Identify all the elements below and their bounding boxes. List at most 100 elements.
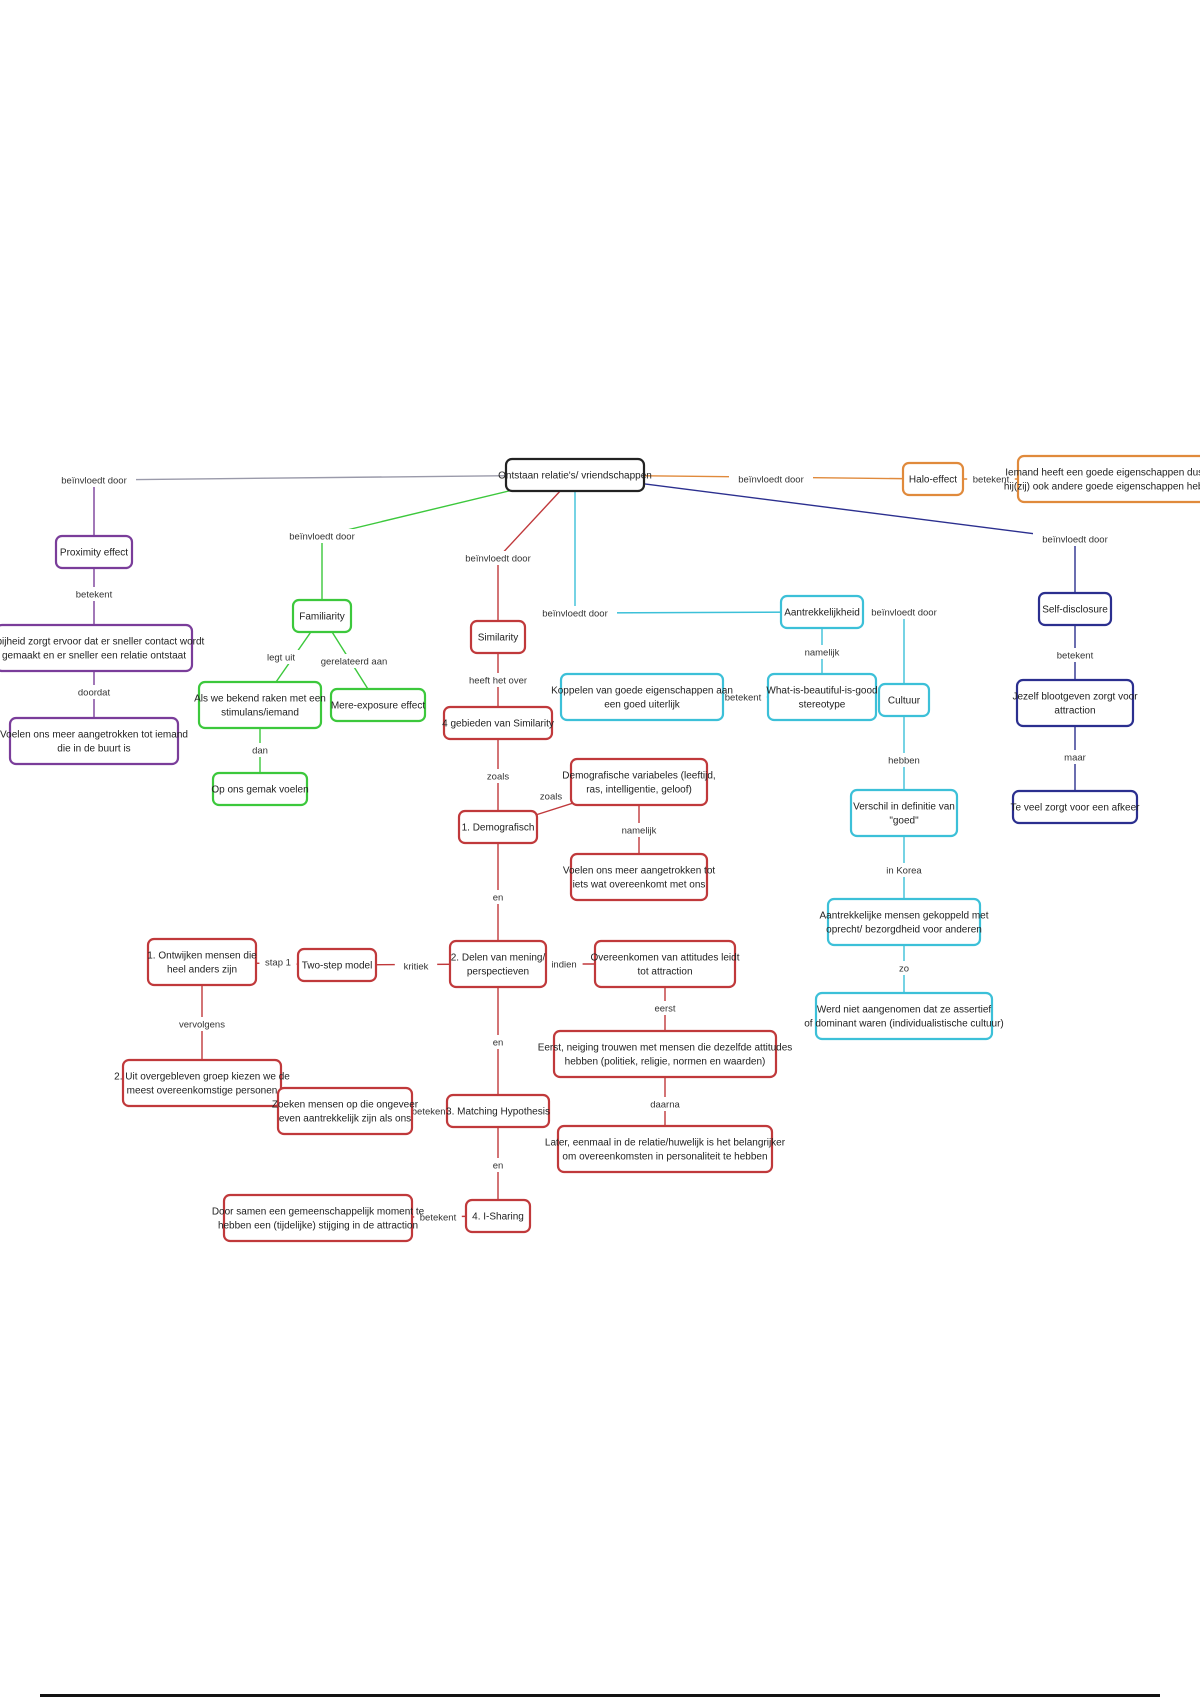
node-box: [1015, 678, 1135, 728]
connector-label-bg: [719, 690, 767, 704]
node-box: [1011, 789, 1139, 825]
node-text: stereotype: [799, 700, 846, 711]
connector-label-bg: [489, 1158, 507, 1172]
node-text: Familiarity: [299, 612, 345, 623]
node-box: [146, 937, 258, 987]
connector-label: kritiek: [404, 962, 429, 973]
node-text: of dominant waren (individualistische cu…: [804, 1019, 1004, 1030]
node-box: [0, 623, 194, 673]
concept-node-proximity: Proximity effect: [54, 534, 134, 570]
connector-label-bg: [729, 472, 813, 486]
concept-node-korea: Aantrekkelijke mensen gekoppeld met oprec…: [820, 897, 989, 947]
node-box: [556, 1124, 774, 1174]
connector-label: betekent: [973, 475, 1010, 486]
node-text: Halo-effect: [909, 475, 957, 486]
concept-node-demo-variabelen: Demografische variabeles (leeftijd,ras, …: [562, 757, 716, 807]
node-text: Jezelf blootgeven zorgt voor: [1012, 692, 1138, 703]
connector-label: betekent: [76, 590, 113, 601]
node-text: Voelen ons meer aangetrokken tot iemand: [0, 730, 188, 741]
node-text: gemaakt en er sneller een relatie ontsta…: [2, 651, 186, 662]
connector-labels: beïnvloedt door beïnvloedt door beïnvloedt…: [52, 472, 1117, 1224]
node-box: [559, 672, 725, 722]
node-text: Similarity: [478, 633, 519, 644]
connector-label-bg: [615, 823, 663, 837]
concept-node-similarity: Similarity: [469, 619, 527, 655]
concept-node-proximity-def: Nabijheid zorgt ervoor dat er sneller co…: [0, 623, 205, 673]
connector-label-bg: [1051, 648, 1099, 662]
connector-label: betekent: [412, 1107, 449, 1118]
node-text: Als we bekend raken met een: [194, 694, 326, 705]
concept-node-mere-exposure: Mere-exposure effect: [329, 687, 427, 723]
node-text: 4. I-Sharing: [472, 1212, 524, 1223]
connector-label: heeft het over: [469, 676, 527, 687]
connector-label-bg: [967, 472, 1015, 486]
node-text: 1. Ontwijken mensen die: [147, 951, 257, 962]
connector-label: beïnvloedt door: [465, 554, 531, 565]
node-text: Te veel zorgt voor een afkeer: [1011, 803, 1141, 814]
node-text: tot attraction: [637, 967, 692, 978]
node-text: 1. Demografisch: [462, 823, 535, 834]
connector-label: dan: [252, 746, 268, 757]
node-box: [197, 680, 323, 730]
node-text: Op ons gemak voelen: [211, 785, 308, 796]
node-box: [329, 687, 427, 723]
node-box: [826, 897, 982, 947]
node-text: Later, eenmaal in de relatie/huwelijk is…: [545, 1138, 786, 1149]
node-box: [593, 939, 737, 989]
node-text: hij(zij) ook andere goede eigenschappen …: [1004, 482, 1200, 493]
node-box: [901, 461, 965, 497]
connector-label: zoals: [487, 772, 509, 783]
node-box: [8, 716, 180, 766]
connector-label-bg: [545, 957, 583, 971]
node-text: Werd niet aangenomen dat ze assertief: [817, 1005, 992, 1016]
node-box: [296, 947, 378, 983]
concept-node-self-disclosure: Self-disclosure: [1037, 591, 1113, 627]
concept-node-verschil-goed: Verschil in definitie van"goed": [849, 788, 959, 838]
connector-label-bg: [257, 650, 305, 664]
connector-label: maar: [1064, 753, 1086, 764]
connector-label: legt uit: [267, 653, 295, 664]
concept-node-te-veel: Te veel zorgt voor een afkeer: [1011, 789, 1141, 825]
node-box: [849, 788, 959, 838]
connector-label: beïnvloedt door: [871, 608, 937, 619]
concept-node-fam-stimulans: Als we bekend raken met een stimulans/iem…: [194, 680, 326, 730]
node-box: [469, 619, 527, 655]
node-text: Aantrekkelijke mensen gekoppeld met: [820, 911, 989, 922]
connector-label-bg: [489, 890, 507, 904]
node-text: Nabijheid zorgt ervoor dat er sneller co…: [0, 637, 205, 648]
node-text: Two-step model: [302, 961, 373, 972]
connector-label: gerelateerd aan: [321, 657, 388, 668]
node-box: [211, 771, 309, 807]
node-box: [464, 1198, 532, 1234]
concept-node-op-ons-gemak: Op ons gemak voelen: [211, 771, 309, 807]
node-text: Demografische variabeles (leeftijd,: [562, 771, 715, 782]
connector-label-bg: [1061, 750, 1089, 764]
concept-node-vier-gebieden: 4 gebieden van Similarity: [442, 705, 554, 741]
node-text: Voelen ons meer aangetrokken tot: [563, 866, 716, 877]
node-text: een goed uiterlijk: [604, 700, 681, 711]
connector-label: beïnvloedt door: [61, 476, 127, 487]
connector-label-bg: [259, 955, 297, 969]
connector-label-bg: [173, 1017, 231, 1031]
node-text: oprecht/ bezorgdheid voor anderen: [826, 925, 982, 936]
node-box: [569, 757, 709, 807]
concept-node-two-step: Two-step model: [296, 947, 378, 983]
node-text: Overeenkomen van attitudes leidt: [591, 953, 740, 964]
connector-label: beïnvloedt door: [289, 532, 355, 543]
connector-label-bg: [52, 473, 136, 487]
connector-label-bg: [649, 1001, 681, 1015]
node-text: perspectieven: [467, 967, 529, 978]
node-text: stimulans/iemand: [221, 708, 299, 719]
node-box: [766, 672, 878, 722]
node-text: "goed": [889, 816, 919, 827]
connector-label: beïnvloedt door: [738, 475, 804, 486]
node-box: [1016, 454, 1200, 504]
connector-label: daarna: [650, 1100, 680, 1111]
connector-label-bg: [535, 789, 567, 803]
node-box: [457, 809, 539, 845]
connector-label: in Korea: [886, 866, 922, 877]
node-box: [54, 534, 134, 570]
